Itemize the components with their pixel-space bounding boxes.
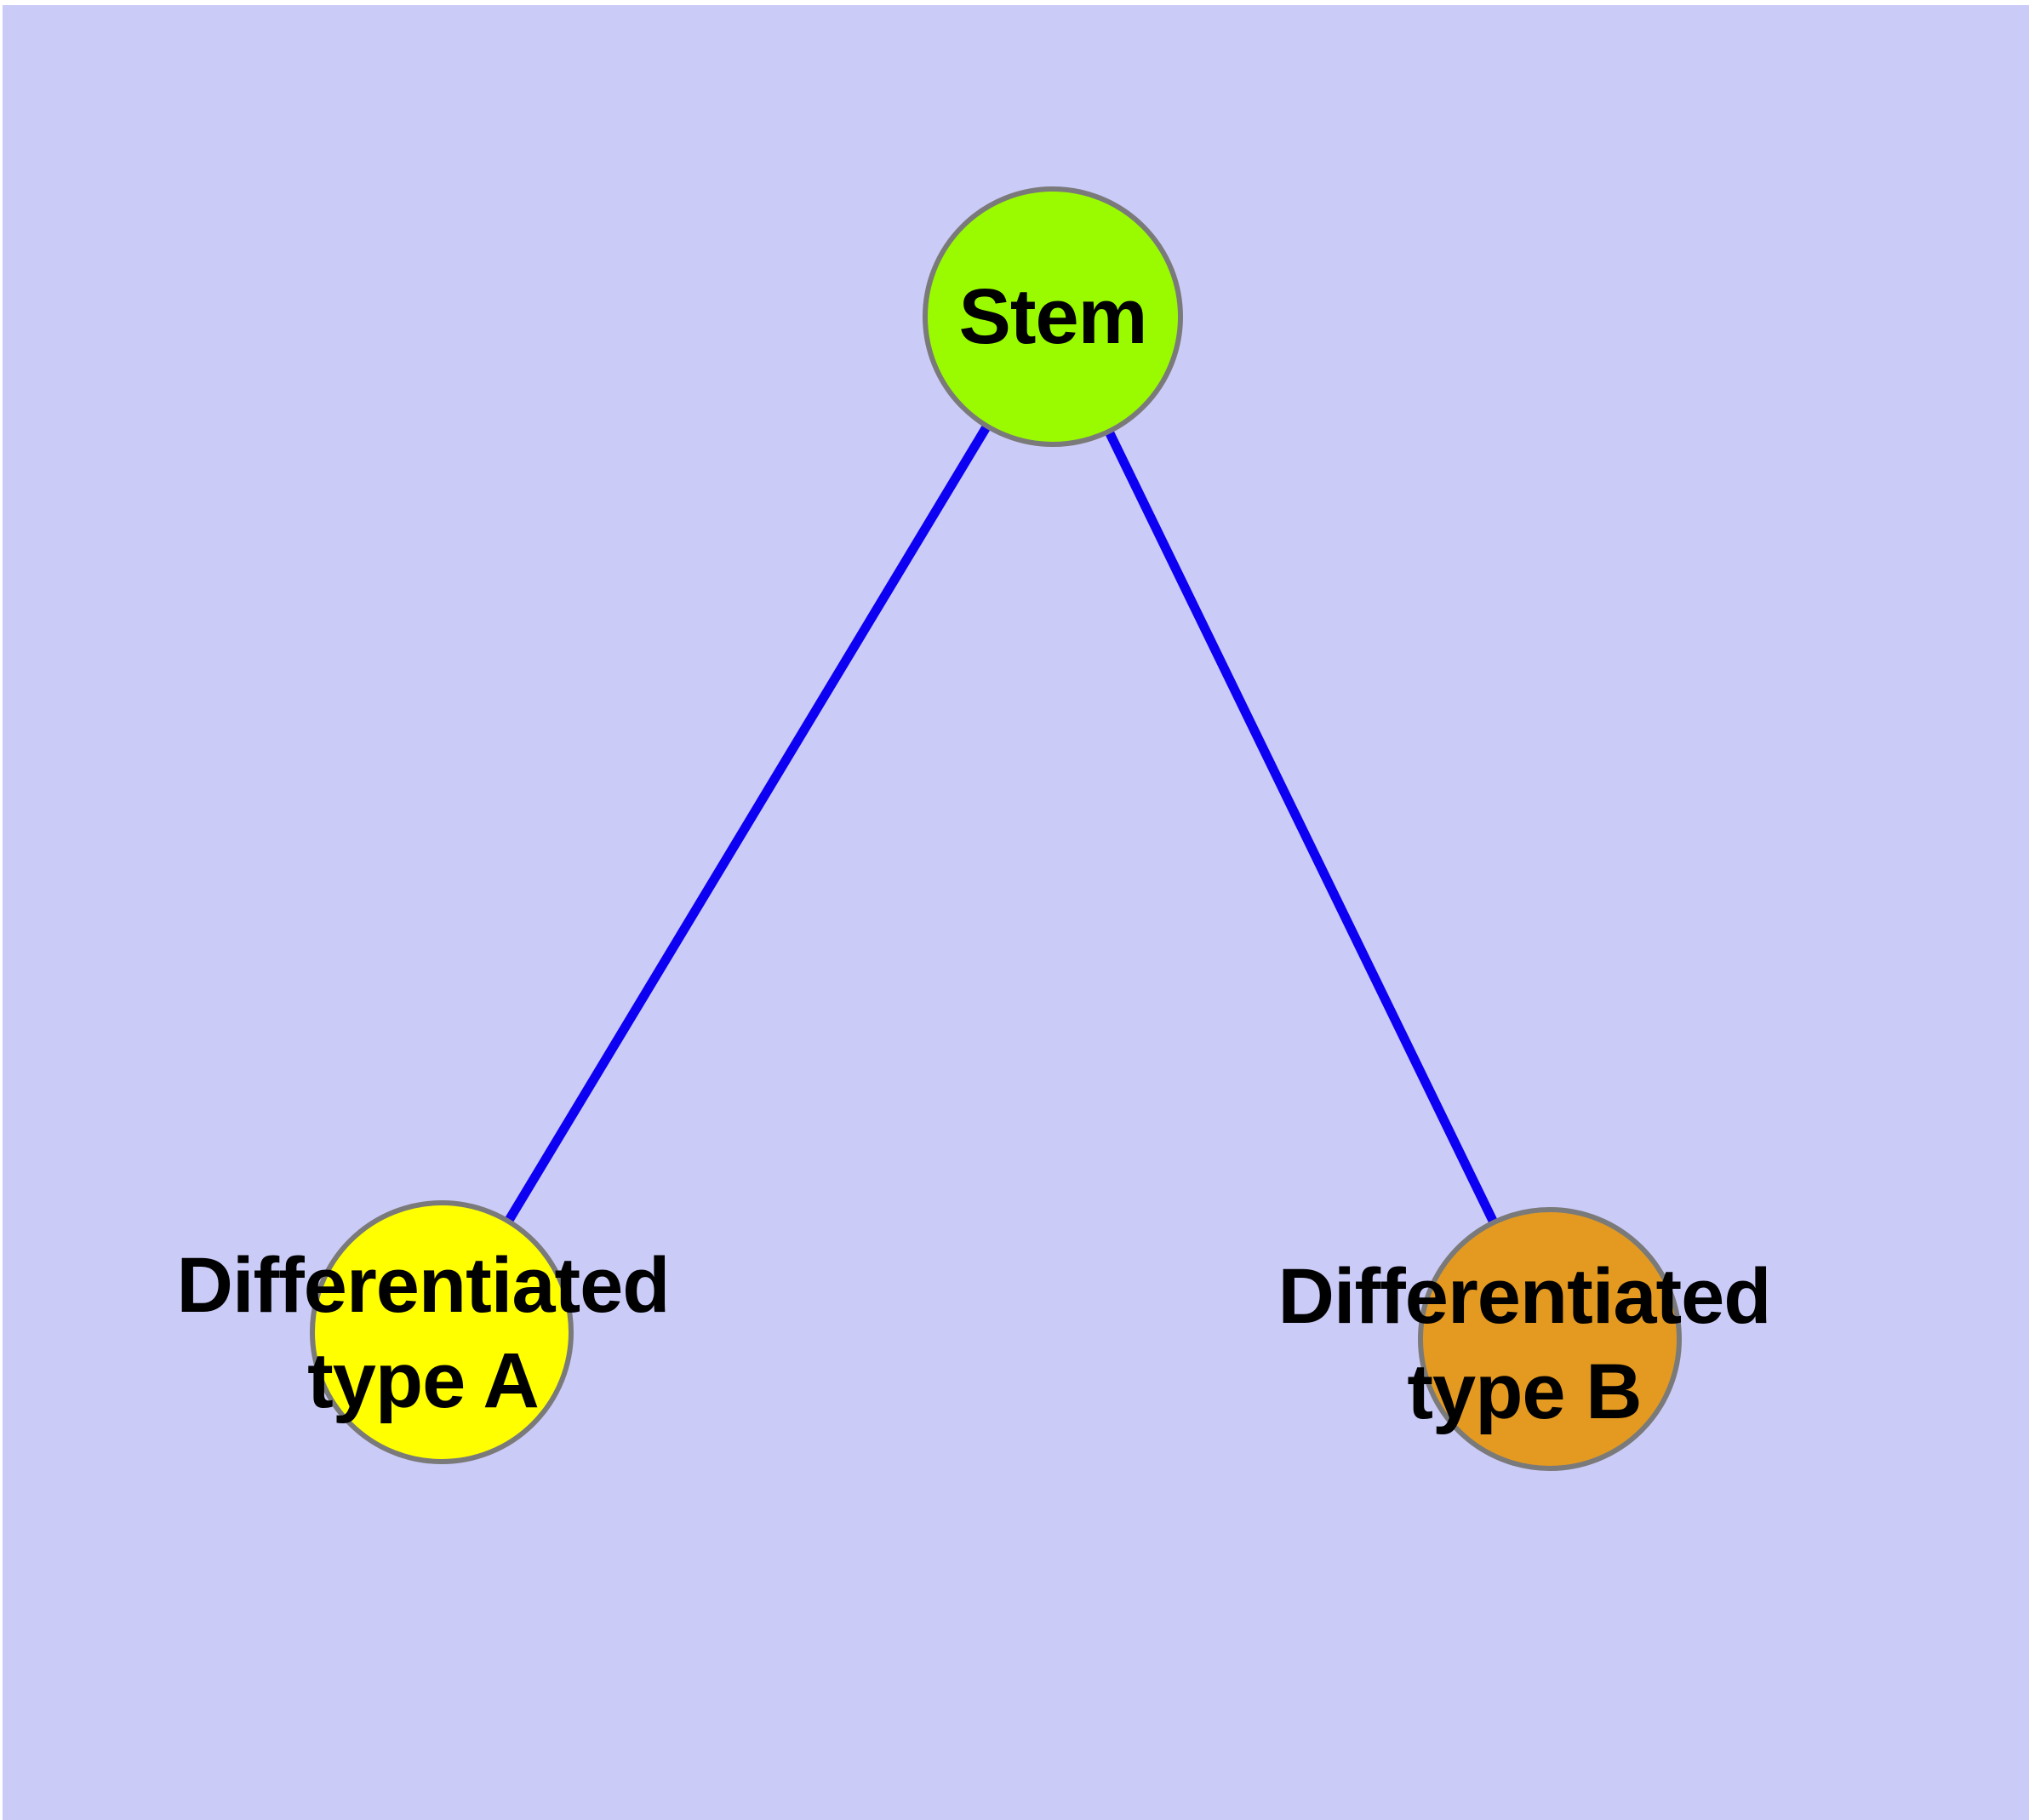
edge-stem-to-type-a [504, 423, 992, 1224]
node-type-a-label: Differentiated type A [176, 1242, 671, 1424]
edge-stem-to-type-b [1105, 429, 1498, 1225]
graph-layer [310, 186, 1682, 1471]
node-stem-label: Stem [958, 273, 1148, 360]
node-type-b-label: Differentiated type B [1277, 1253, 1772, 1435]
node-type-a-circle [310, 1200, 574, 1464]
diagram-canvas: Stem Differentiated type A Differentiate… [3, 5, 2029, 1820]
node-stem-circle [923, 186, 1183, 447]
node-type-b-circle [1418, 1207, 1682, 1471]
